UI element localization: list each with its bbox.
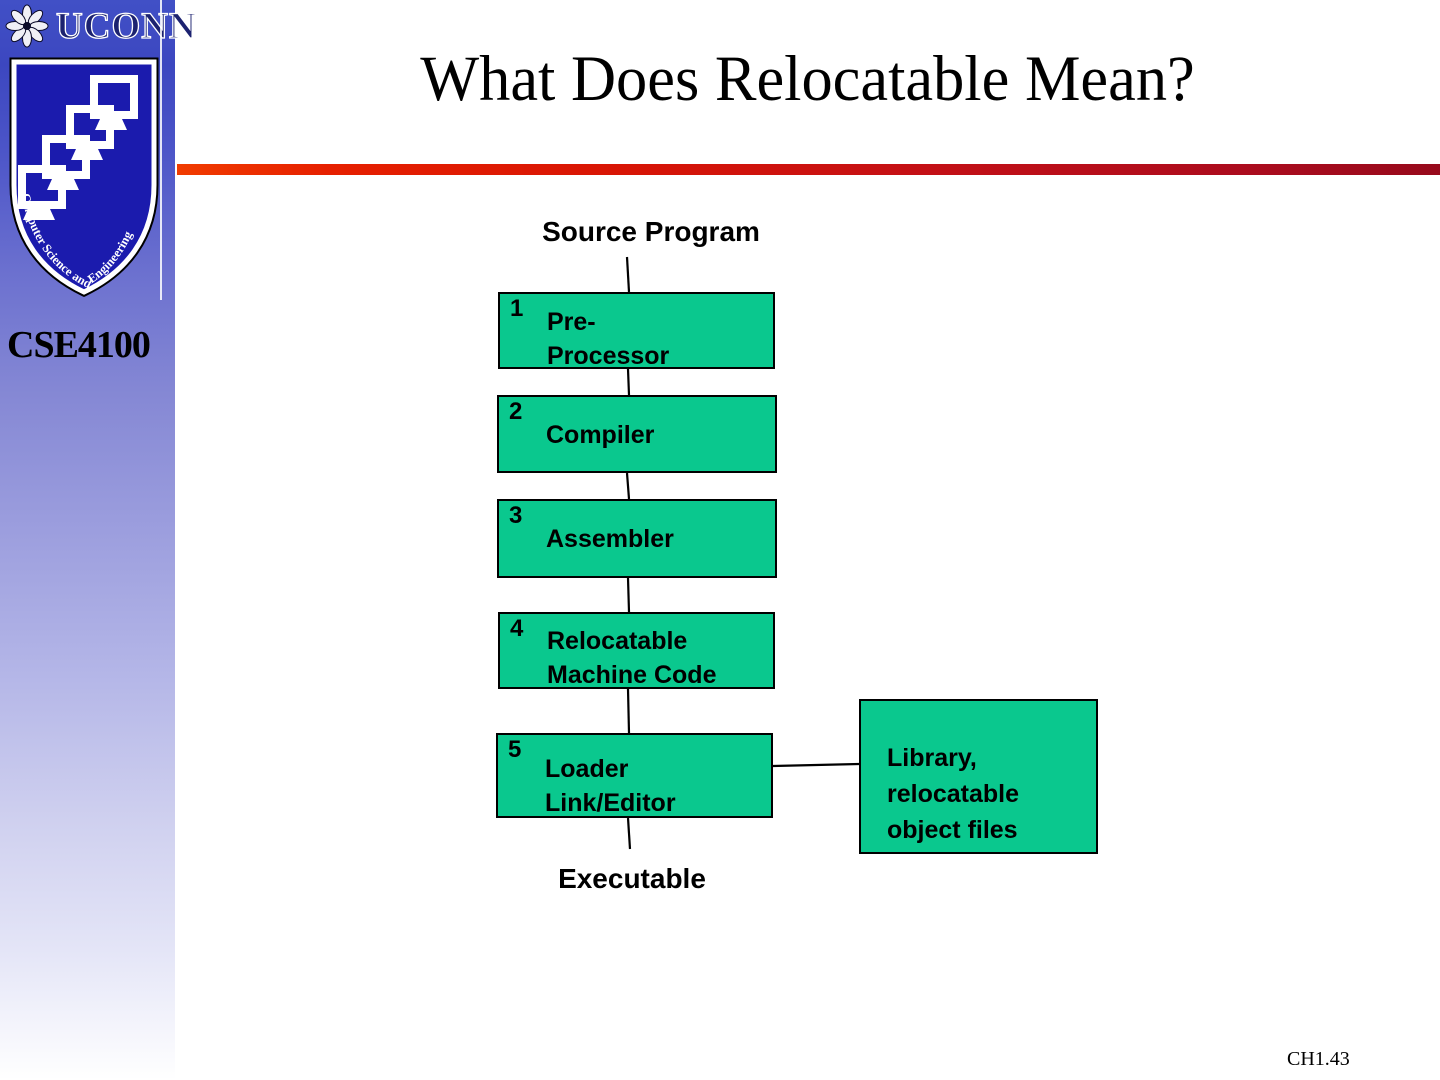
box-line: relocatable <box>887 780 1020 808</box>
flow-box-compiler: 2 Compiler <box>497 395 777 473</box>
box-line: Link/Editor <box>545 789 676 817</box>
box-line: Machine Code <box>547 661 717 689</box>
connector-line <box>626 688 631 734</box>
cse-shield-logo: Computer Science and Engineering <box>9 57 159 297</box>
flow-box-assembler: 3 Assembler <box>497 499 777 578</box>
step-number: 2 <box>509 398 523 425</box>
box-line: Pre- <box>547 308 596 336</box>
box-line: Library, <box>887 744 977 772</box>
connector-line-library <box>772 762 860 768</box>
step-number: 3 <box>509 502 523 529</box>
uconn-logo: UCONN <box>5 4 197 48</box>
page-number: CH1.43 <box>1287 1048 1350 1070</box>
connector-line <box>625 256 631 293</box>
box-line: Loader <box>545 755 629 783</box>
box-line: Assembler <box>546 525 674 553</box>
library-box: Library, relocatable object files <box>859 699 1098 854</box>
sidebar-divider-line <box>160 0 162 300</box>
computer-icons <box>18 75 138 220</box>
step-number: 4 <box>510 615 524 642</box>
executable-label: Executable <box>558 863 706 894</box>
box-line: Compiler <box>546 421 655 449</box>
oak-leaf-icon <box>5 4 49 48</box>
step-number: 5 <box>508 736 522 763</box>
box-line: Processor <box>547 342 670 370</box>
uconn-wordmark: UCONN <box>55 5 197 47</box>
connector-line <box>626 817 632 850</box>
source-program-label: Source Program <box>542 216 760 247</box>
course-code: CSE4100 <box>7 324 151 366</box>
step-number: 1 <box>510 295 524 322</box>
flow-box-relocatable-machine-code: 4 Relocatable Machine Code <box>498 612 775 689</box>
connector-line <box>625 472 631 500</box>
flow-box-preprocessor: 1 Pre- Processor <box>498 292 775 370</box>
flow-box-loader-link-editor: 5 Loader Link/Editor <box>496 733 773 818</box>
box-line: Relocatable <box>547 627 688 655</box>
title-divider-rule <box>177 164 1440 175</box>
sidebar: UCONN <box>0 0 196 1080</box>
page-title: What Does Relocatable Mean? <box>420 43 1195 115</box>
box-line: object files <box>887 816 1018 844</box>
connector-line <box>626 577 631 613</box>
